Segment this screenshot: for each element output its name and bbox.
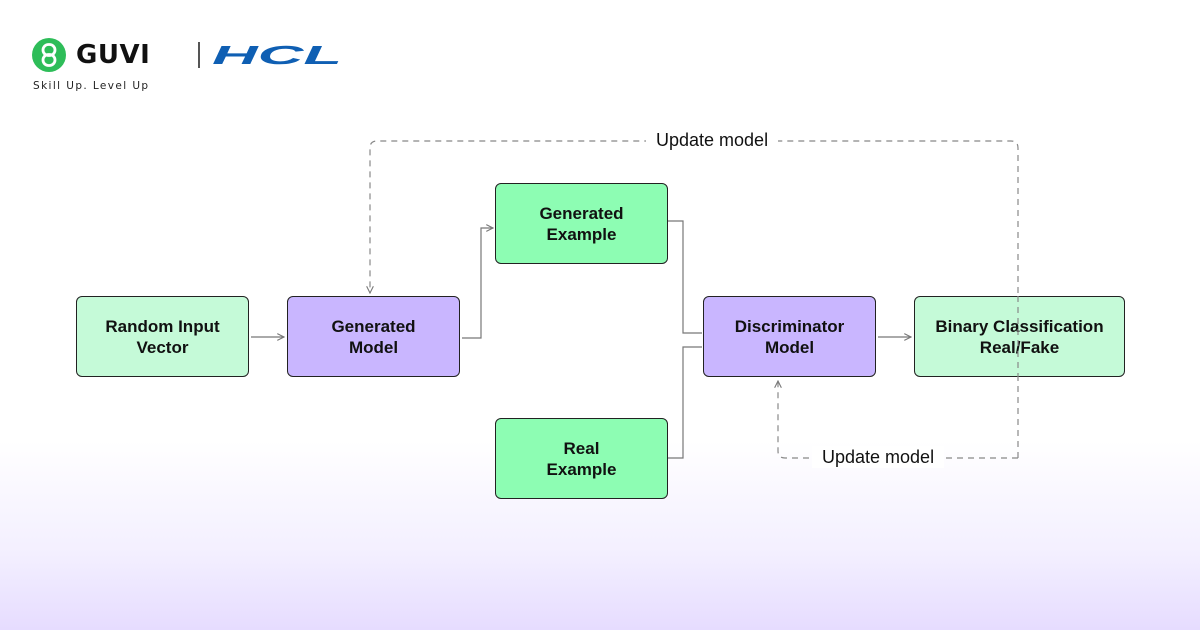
edge-generated-example-to-discriminator <box>668 220 702 334</box>
edge-real-example-to-discriminator <box>668 346 702 459</box>
guvi-wordmark: GUVI <box>76 40 151 70</box>
node-label-line1: Real <box>563 438 600 458</box>
update-model-label-bottom: Update model <box>812 446 945 468</box>
node-generated-example: Generated Example <box>495 183 668 264</box>
node-label-line1: Generated <box>539 203 624 223</box>
node-label-line2: Vector <box>136 337 189 357</box>
node-label-line2: Model <box>764 337 815 357</box>
node-label-line2: Example <box>546 459 617 479</box>
node-random-input-vector: Random Input Vector <box>76 296 249 377</box>
node-label-line2: Example <box>546 224 617 244</box>
edge-update-discriminator <box>778 381 1018 459</box>
brand-divider <box>198 42 200 68</box>
update-model-label-top: Update model <box>646 129 779 151</box>
guvi-logo-icon <box>32 38 66 72</box>
node-label-line1: Random Input <box>105 316 220 336</box>
tagline: Skill Up. Level Up <box>33 80 150 92</box>
node-real-example: Real Example <box>495 418 668 499</box>
svg-text:HCL: HCL <box>212 43 342 67</box>
node-discriminator-model: Discriminator Model <box>703 296 876 377</box>
brand-header: GUVI HCL Skill Up. Level Up <box>32 38 342 94</box>
node-binary-classification: Binary Classification Real/Fake <box>914 296 1125 377</box>
node-label-line2: Real/Fake <box>979 337 1060 357</box>
hcl-logo: HCL <box>212 43 342 67</box>
node-label-line1: Generated <box>331 316 416 336</box>
node-label-line2: Model <box>348 337 399 357</box>
node-label-line1: Discriminator <box>734 316 845 336</box>
node-generated-model: Generated Model <box>287 296 460 377</box>
node-label-line1: Binary Classification <box>935 316 1104 336</box>
edge-generator-to-generated-example <box>462 228 493 339</box>
